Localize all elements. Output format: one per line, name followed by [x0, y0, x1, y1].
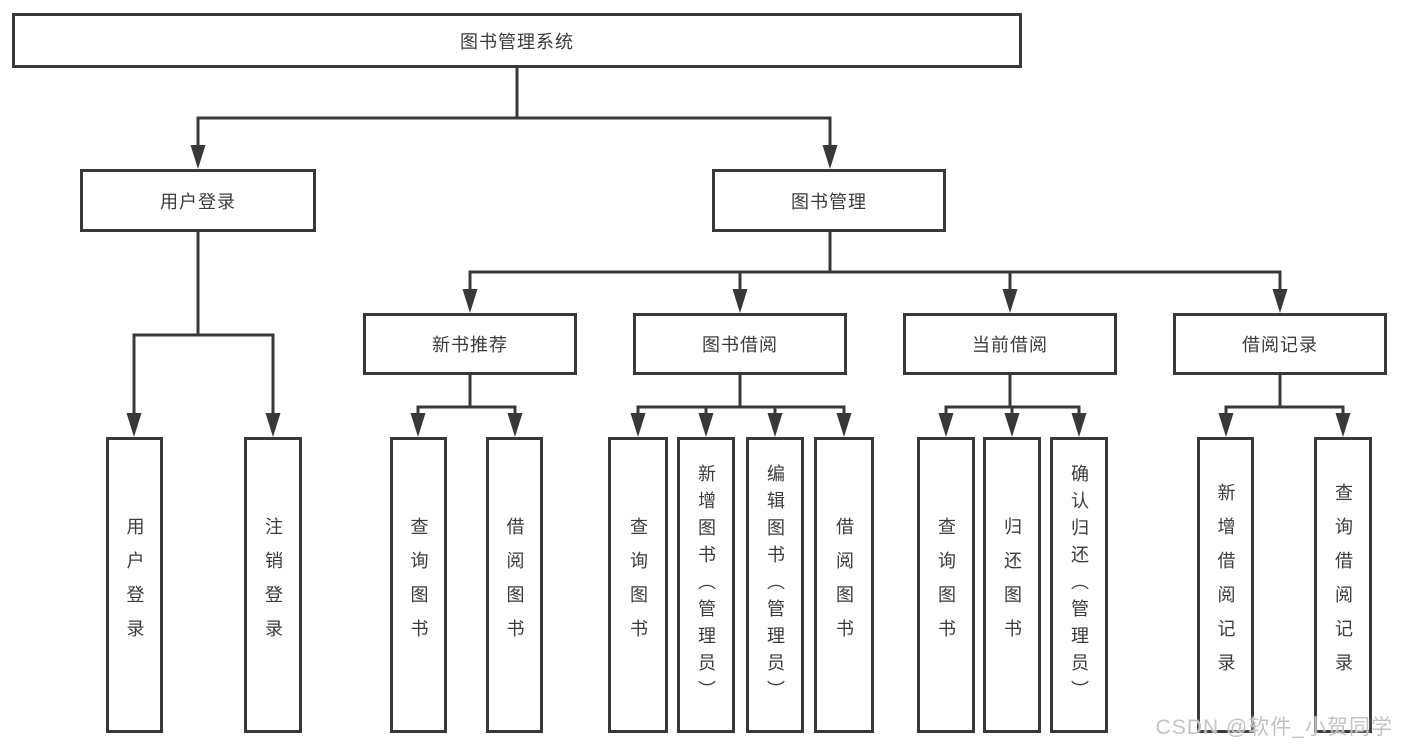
- leaf-query-borrow-record: 查询借阅记录: [1314, 437, 1372, 733]
- leaf-label: 确认归还（管理员）: [1069, 463, 1089, 707]
- leaf-borrow-books-recommend: 借阅图书: [486, 437, 543, 733]
- leaf-label: 归还图书: [1002, 517, 1022, 653]
- leaf-label: 新增图书（管理员）: [696, 463, 716, 707]
- leaf-query-books-recommend: 查询图书: [390, 437, 447, 733]
- node-borrowing-records: 借阅记录: [1173, 313, 1387, 375]
- node-user-login: 用户登录: [80, 169, 316, 232]
- leaf-label: 用户登录: [124, 517, 145, 653]
- leaf-logout: 注销登录: [244, 437, 302, 733]
- leaf-user-login: 用户登录: [106, 437, 163, 733]
- node-current-borrowing: 当前借阅: [903, 313, 1117, 375]
- arrowhead-icons: [126, 145, 1351, 437]
- leaf-label: 查询图书: [628, 517, 648, 653]
- node-book-management: 图书管理: [712, 169, 946, 232]
- node-label: 图书借阅: [702, 335, 778, 355]
- leaf-label: 查询借阅记录: [1333, 483, 1353, 687]
- leaf-label: 注销登录: [263, 517, 283, 653]
- leaf-label: 新增借阅记录: [1215, 483, 1236, 687]
- leaf-label: 编辑图书（管理员）: [765, 463, 785, 707]
- leaf-confirm-return-admin: 确认归还（管理员）: [1050, 437, 1108, 733]
- node-label: 新书推荐: [432, 335, 508, 355]
- leaf-return-books: 归还图书: [983, 437, 1041, 733]
- leaf-add-borrow-record: 新增借阅记录: [1197, 437, 1254, 733]
- node-label: 用户登录: [160, 191, 236, 212]
- csdn-watermark: CSDN @软件_小贺同学: [1155, 716, 1393, 739]
- leaf-label: 借阅图书: [504, 517, 525, 653]
- node-label: 借阅记录: [1242, 335, 1318, 355]
- root-label: 图书管理系统: [460, 31, 574, 52]
- leaf-label: 借阅图书: [834, 517, 854, 653]
- node-new-book-recommend: 新书推荐: [363, 313, 577, 375]
- leaf-query-books-borrowing: 查询图书: [608, 437, 668, 733]
- node-book-borrowing: 图书借阅: [633, 313, 847, 375]
- node-label: 图书管理: [791, 191, 867, 212]
- leaf-label: 查询图书: [408, 517, 429, 653]
- leaf-borrow-books-borrowing: 借阅图书: [814, 437, 874, 733]
- node-root-title: 图书管理系统: [12, 13, 1022, 68]
- leaf-edit-book-admin: 编辑图书（管理员）: [746, 437, 804, 733]
- leaf-add-book-admin: 新增图书（管理员）: [677, 437, 735, 733]
- leaf-query-books-current: 查询图书: [917, 437, 975, 733]
- leaf-label: 查询图书: [936, 517, 956, 653]
- node-label: 当前借阅: [972, 335, 1048, 355]
